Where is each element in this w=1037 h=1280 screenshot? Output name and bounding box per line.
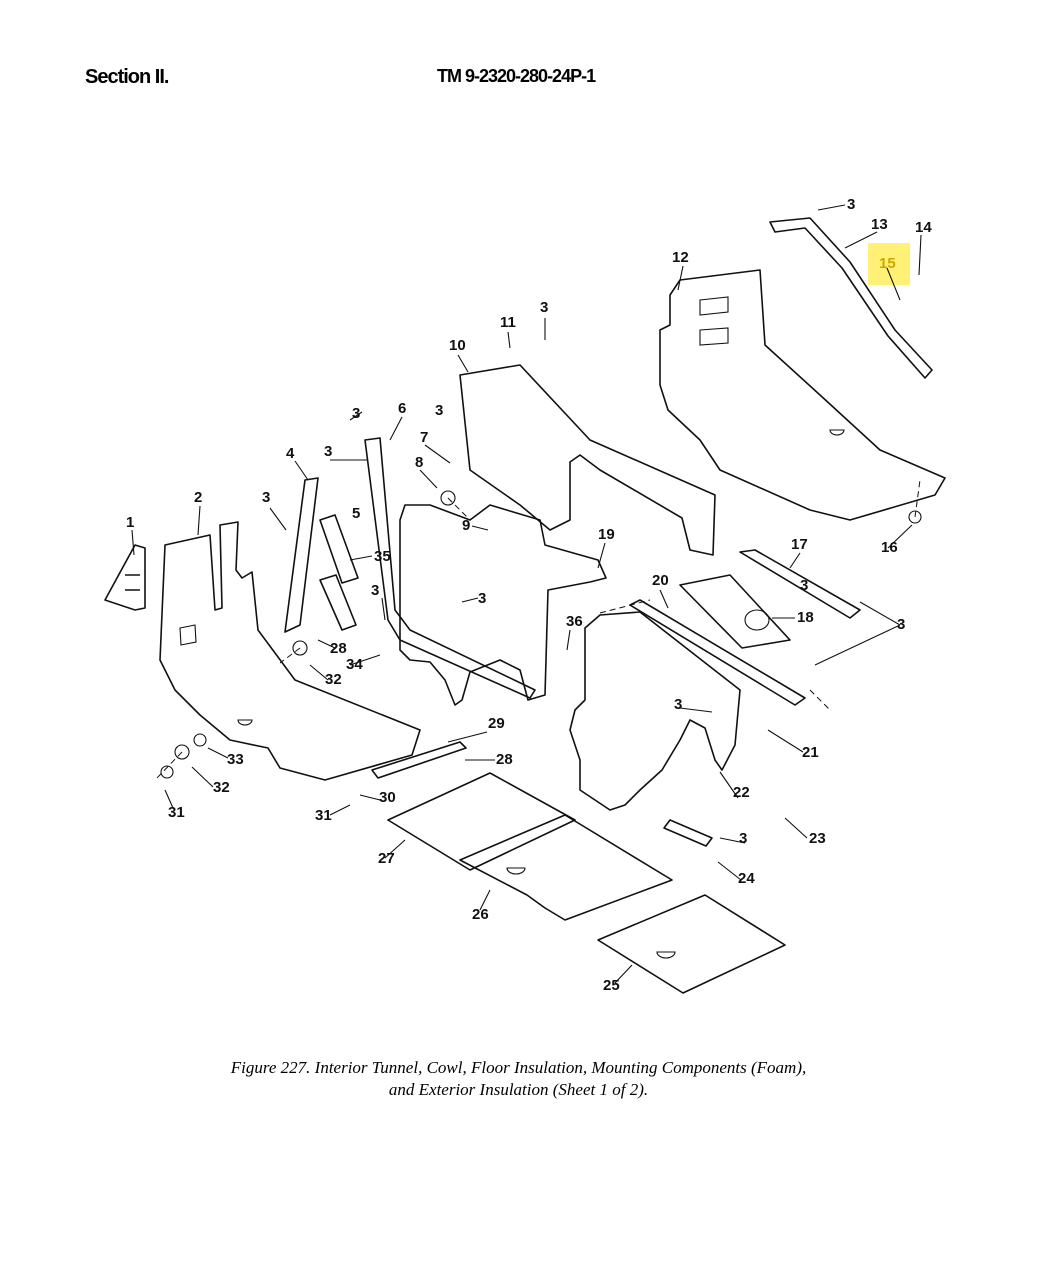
callout-14: 14 bbox=[915, 219, 932, 236]
tm-number: TM 9-2320-280-24P-1 bbox=[437, 66, 596, 86]
callout-28: 28 bbox=[330, 640, 347, 657]
callout-26: 26 bbox=[472, 906, 489, 923]
callout-27: 27 bbox=[378, 850, 395, 867]
callout-labels: 1 2 3 3 3 3 3 3 3 3 3 3 3 3 4 5 6 7 8 9 … bbox=[126, 196, 932, 994]
callout-32: 32 bbox=[213, 779, 230, 796]
alignment-lines bbox=[154, 479, 921, 781]
part-21-strap bbox=[629, 599, 806, 706]
callout-10: 10 bbox=[449, 337, 466, 354]
callout-3: 3 bbox=[847, 196, 855, 213]
callout-4: 4 bbox=[286, 445, 295, 462]
part-25-mat bbox=[597, 894, 786, 994]
callout-3: 3 bbox=[800, 577, 808, 594]
part-25-cutout bbox=[656, 951, 676, 959]
leader-lines bbox=[131, 204, 922, 984]
callout-15-highlight bbox=[868, 243, 910, 285]
part-18-plate bbox=[679, 574, 791, 649]
callout-8: 8 bbox=[415, 454, 423, 471]
part-32b-washer bbox=[174, 744, 190, 760]
part-31-nut bbox=[160, 765, 174, 779]
part-29-strip bbox=[371, 741, 467, 779]
callout-11: 11 bbox=[500, 314, 516, 331]
callout-30: 30 bbox=[379, 789, 396, 806]
part-26-mat bbox=[459, 814, 673, 921]
callout-20: 20 bbox=[652, 572, 669, 589]
callout-3: 3 bbox=[262, 489, 270, 506]
figure-caption-line-1: Figure 227. Interior Tunnel, Cowl, Floor… bbox=[230, 1058, 807, 1077]
callout-2: 2 bbox=[194, 489, 202, 506]
callout-3: 3 bbox=[435, 402, 443, 419]
callout-21: 21 bbox=[802, 744, 819, 761]
part-13-bar bbox=[769, 217, 933, 379]
callout-29: 29 bbox=[488, 715, 505, 732]
callout-3: 3 bbox=[739, 830, 747, 847]
part-10-panel bbox=[459, 364, 716, 556]
part-33-spacer bbox=[193, 733, 207, 747]
part-32-washer bbox=[292, 640, 308, 656]
part-18-cutout bbox=[744, 609, 770, 631]
part-4-strap bbox=[284, 477, 319, 633]
callout-31: 31 bbox=[315, 807, 332, 824]
callout-12: 12 bbox=[672, 249, 689, 266]
callout-17: 17 bbox=[791, 536, 808, 553]
callout-3: 3 bbox=[478, 590, 486, 607]
callout-15: 15 bbox=[879, 255, 896, 272]
callout-3: 3 bbox=[674, 696, 682, 713]
part-20-tunnel bbox=[569, 611, 741, 811]
callout-3: 3 bbox=[371, 582, 379, 599]
callout-19: 19 bbox=[598, 526, 615, 543]
callout-33: 33 bbox=[227, 751, 244, 768]
part-12-panel bbox=[659, 269, 946, 521]
part-16-nut bbox=[908, 510, 922, 524]
callout-3: 3 bbox=[897, 616, 905, 633]
callout-9: 9 bbox=[462, 517, 470, 534]
figure-caption-line-2: and Exterior Insulation (Sheet 1 of 2). bbox=[388, 1080, 649, 1099]
callout-18: 18 bbox=[797, 609, 814, 626]
callout-1: 1 bbox=[126, 514, 134, 531]
callout-34: 34 bbox=[346, 656, 363, 673]
part-24-strip bbox=[663, 819, 713, 847]
callout-22: 22 bbox=[733, 784, 750, 801]
callout-5: 5 bbox=[352, 505, 360, 522]
part-12-slots bbox=[699, 296, 845, 436]
callout-3: 3 bbox=[324, 443, 332, 460]
part-1-bracket bbox=[104, 544, 146, 611]
part-26-cutout bbox=[506, 867, 526, 875]
callout-3: 3 bbox=[540, 299, 548, 316]
callout-24: 24 bbox=[738, 870, 755, 887]
callout-13: 13 bbox=[871, 216, 888, 233]
part-8-grommet bbox=[440, 490, 456, 506]
callout-25: 25 bbox=[603, 977, 620, 994]
section-heading: Section II. bbox=[85, 66, 169, 88]
callout-35: 35 bbox=[374, 548, 391, 565]
callout-7: 7 bbox=[420, 429, 428, 446]
part-19-tunnel bbox=[399, 504, 607, 706]
callout-23: 23 bbox=[809, 830, 826, 847]
callout-36: 36 bbox=[566, 613, 583, 630]
part-35-bracket bbox=[319, 514, 359, 631]
callout-3: 3 bbox=[352, 405, 360, 422]
callout-28: 28 bbox=[496, 751, 513, 768]
part-2-cutout bbox=[179, 624, 253, 726]
part-27-mat bbox=[387, 772, 576, 871]
callout-32: 32 bbox=[325, 671, 342, 688]
part-2-insulation bbox=[159, 521, 421, 781]
callout-6: 6 bbox=[398, 400, 406, 417]
part-17-strap bbox=[739, 549, 861, 619]
callout-31: 31 bbox=[168, 804, 185, 821]
part-5-strap bbox=[364, 437, 536, 699]
